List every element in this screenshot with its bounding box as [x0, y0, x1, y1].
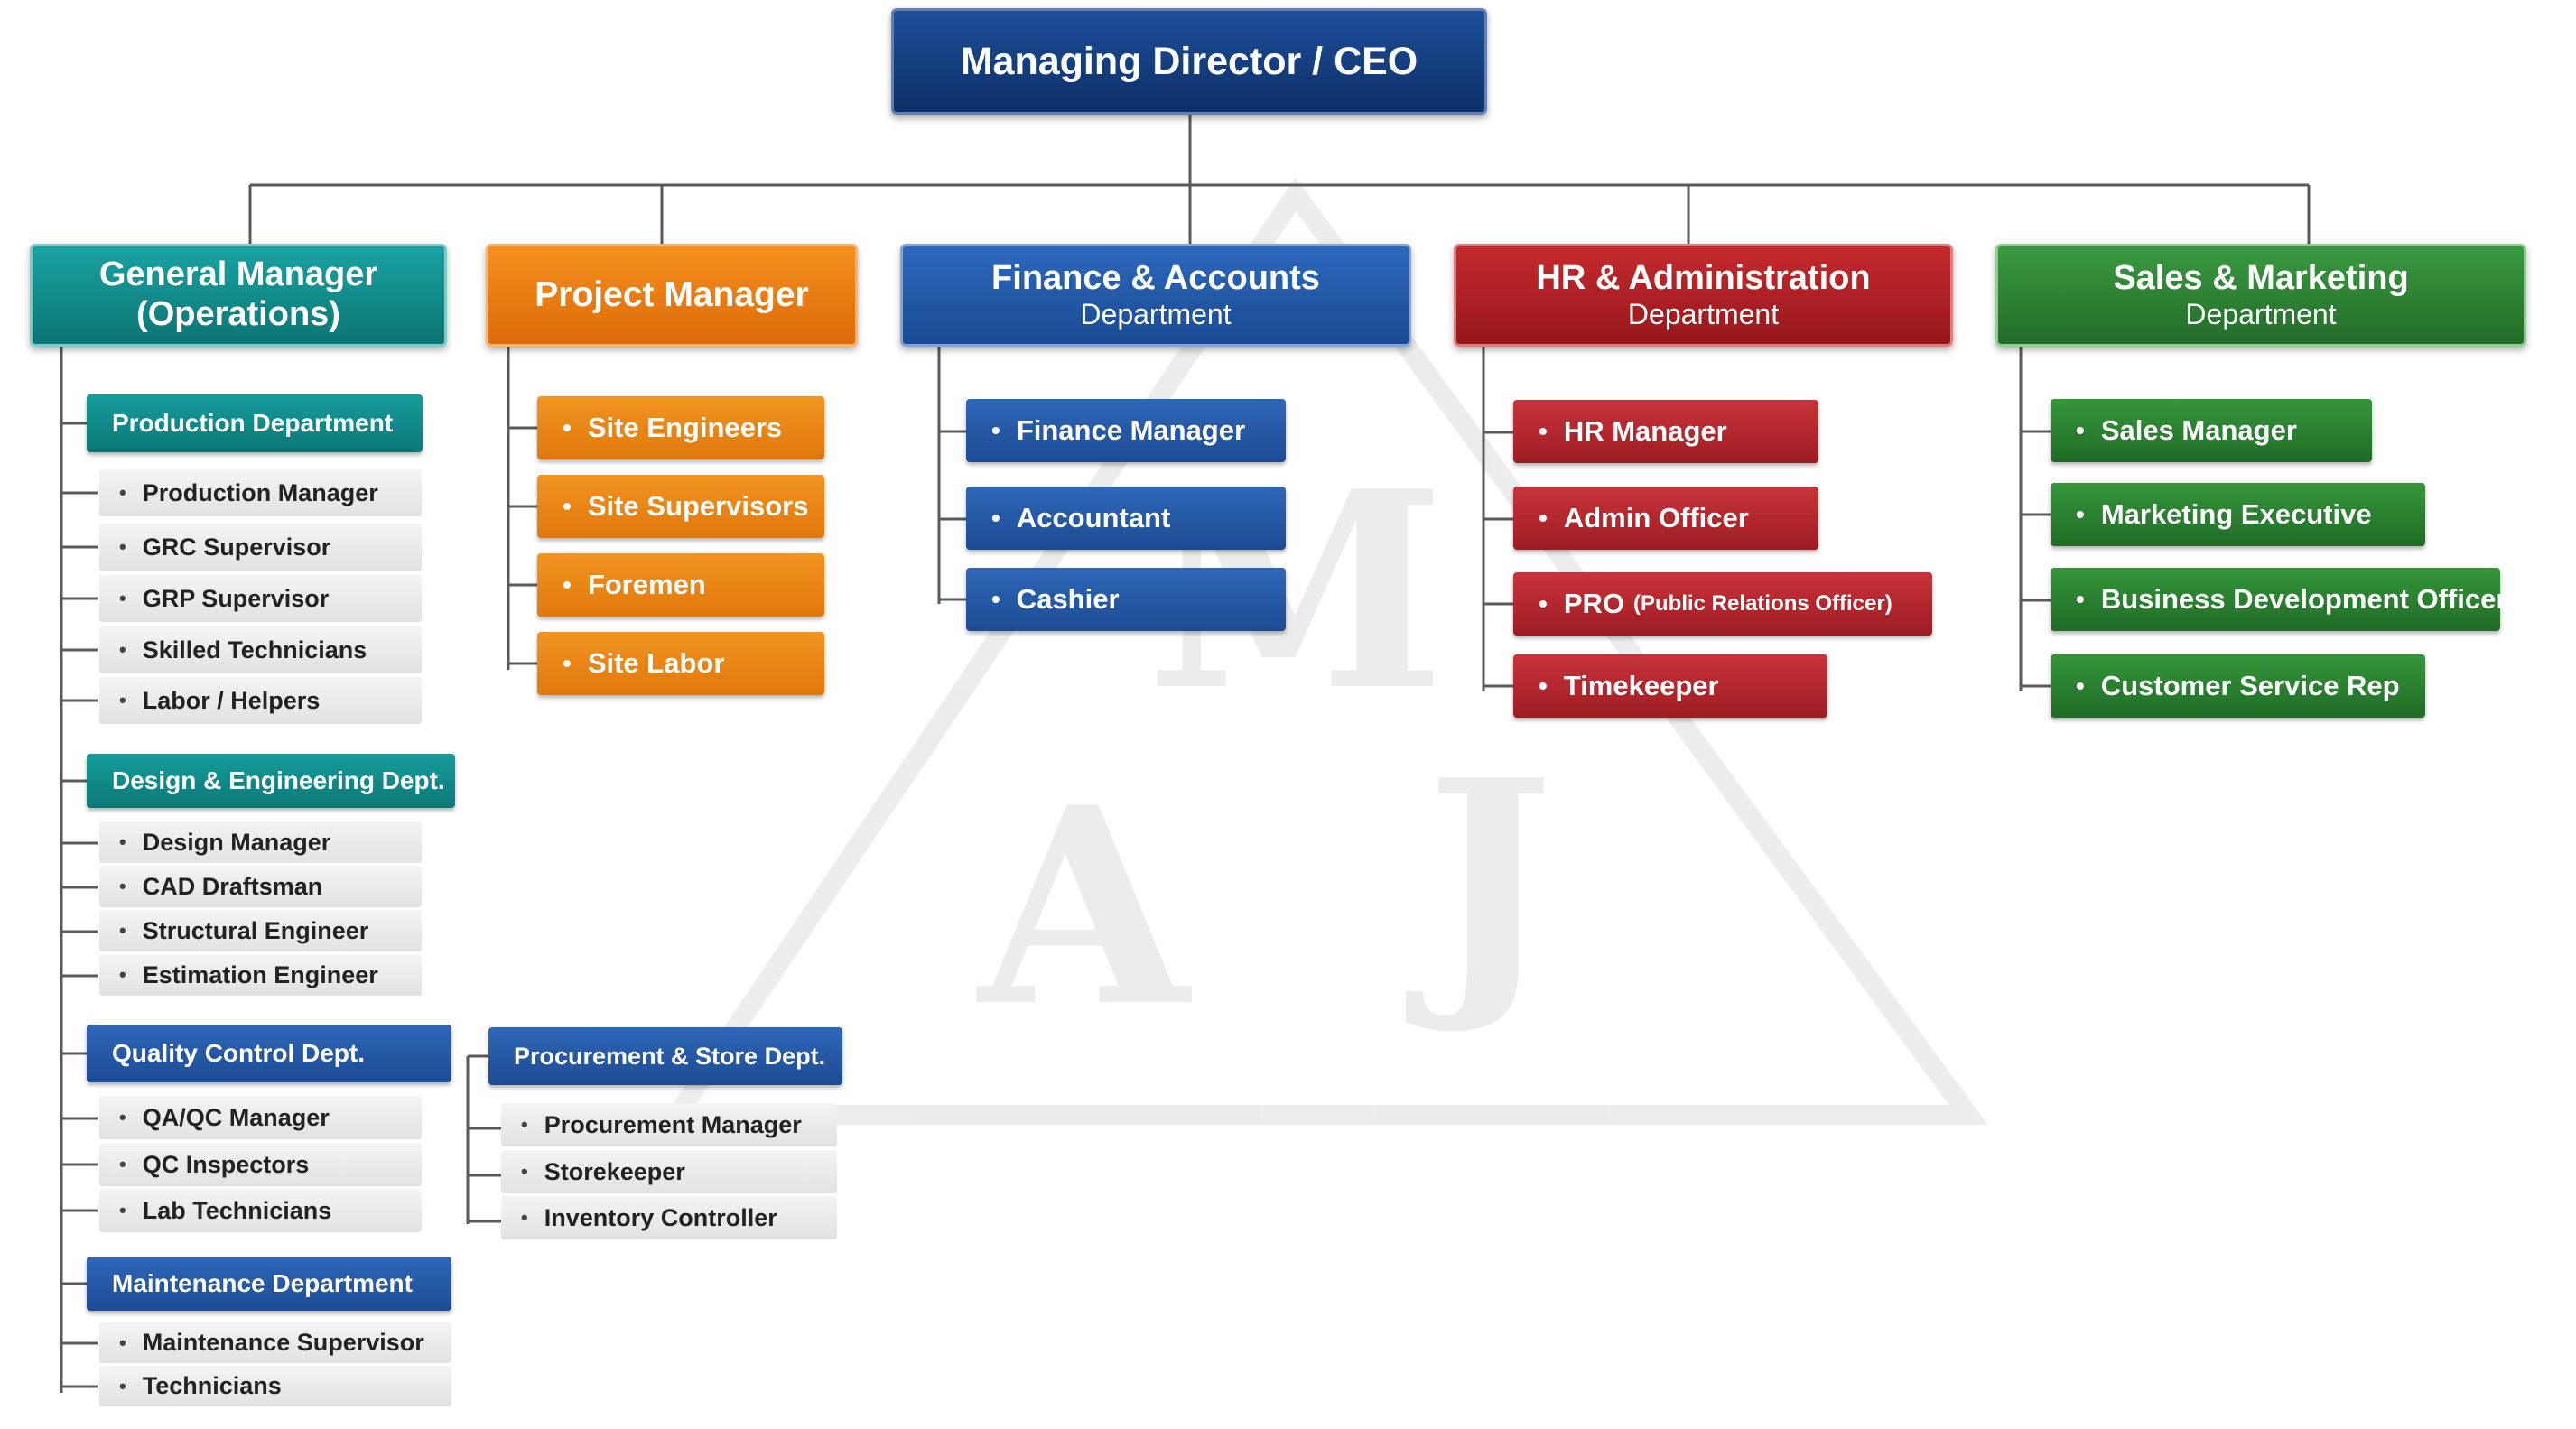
list-item-label: Estimation Engineer: [142, 960, 378, 988]
hr-title-line1: HR & Administration: [1536, 258, 1871, 297]
list-item: •Accountant: [966, 487, 1286, 550]
list-item-label: QC Inspectors: [142, 1150, 310, 1178]
list-item-label: Skilled Technicians: [142, 636, 367, 663]
list-item: •Business Development Officer: [2051, 568, 2506, 631]
list-item: •Maintenance Supervisor: [99, 1322, 451, 1363]
list-item: •PRO(Public Relations Officer): [1513, 572, 1932, 636]
list-item: •Design Manager: [99, 821, 422, 863]
ceo-title: Managing Director / CEO: [960, 39, 1418, 83]
list-item: •Estimation Engineer: [99, 954, 422, 996]
list-item-label: Maintenance Supervisor: [142, 1329, 424, 1356]
list-item: •Skilled Technicians: [99, 626, 422, 673]
list-item-label: Procurement Manager: [544, 1110, 802, 1138]
design-department-title: Design & Engineering Dept.: [112, 766, 445, 794]
list-item: •GRP Supervisor: [99, 575, 422, 622]
list-item-label: Cashier: [1016, 583, 1120, 615]
list-item-label: Site Labor: [587, 647, 725, 679]
list-item: •Cashier: [966, 568, 1286, 631]
design-department-box: Design & Engineering Dept.: [87, 754, 455, 808]
list-item-label: Foremen: [587, 569, 706, 600]
list-item-label: Business Development Officer: [2100, 583, 2507, 615]
pro-note: (Public Relations Officer): [1633, 591, 1892, 616]
watermark-letter-a: A: [974, 747, 1195, 1066]
list-item: •Production Manager: [99, 469, 422, 516]
production-department-title: Production Department: [112, 409, 394, 437]
list-item-label: Customer Service Rep: [2100, 670, 2400, 701]
list-item: •HR Manager: [1513, 400, 1818, 463]
list-item: •Foremen: [537, 553, 824, 617]
list-item: •Site Supervisors: [537, 475, 824, 538]
list-item: •GRC Supervisor: [99, 524, 422, 571]
hr-title-line2: Department: [1627, 298, 1780, 331]
list-item-label: Site Supervisors: [587, 490, 809, 522]
list-item: •Storekeeper: [501, 1150, 837, 1193]
finance-title-line2: Department: [1080, 298, 1232, 331]
list-item: •CAD Draftsman: [99, 866, 422, 907]
list-item: •Marketing Executive: [2051, 483, 2425, 546]
list-item-label: Technicians: [142, 1372, 282, 1399]
list-item-label: Lab Technicians: [142, 1196, 332, 1224]
list-item: •Site Engineers: [537, 396, 824, 459]
list-item-label: Design Manager: [142, 828, 331, 856]
ceo-box: Managing Director / CEO: [891, 8, 1487, 115]
list-item-label: Sales Manager: [2100, 414, 2297, 446]
list-item: •QA/QC Manager: [99, 1096, 422, 1139]
list-item: •Lab Technicians: [99, 1189, 422, 1232]
gm-operations-title-line2: (Operations): [136, 295, 340, 333]
list-item-label: Timekeeper: [1563, 670, 1719, 701]
procurement-department-box: Procurement & Store Dept.: [488, 1027, 842, 1085]
list-item-label: Marketing Executive: [2100, 498, 2372, 530]
gm-operations-title-line1: General Manager: [98, 255, 378, 294]
list-item-label: PRO: [1563, 588, 1624, 619]
quality-department-box: Quality Control Dept.: [87, 1025, 451, 1082]
list-item-label: HR Manager: [1563, 415, 1727, 447]
list-item: •Customer Service Rep: [2051, 654, 2425, 718]
quality-department-title: Quality Control Dept.: [112, 1039, 365, 1067]
list-item: •Admin Officer: [1513, 487, 1818, 550]
tree-lines: [60, 115, 2311, 1393]
list-item: •Technicians: [99, 1366, 451, 1406]
list-item: •Site Labor: [537, 632, 824, 695]
list-item-label: CAD Draftsman: [142, 872, 323, 900]
list-item: •QC Inspectors: [99, 1143, 422, 1186]
finance-department-box: Finance & Accounts Department: [900, 244, 1411, 347]
maintenance-department-box: Maintenance Department: [87, 1257, 451, 1311]
sales-title-line1: Sales & Marketing: [2113, 258, 2409, 297]
list-item-label: Labor / Helpers: [142, 686, 321, 714]
list-item: •Finance Manager: [966, 399, 1286, 462]
list-item: •Structural Engineer: [99, 910, 422, 951]
list-item-label: Structural Engineer: [142, 916, 369, 944]
list-item-label: Site Engineers: [587, 412, 783, 443]
list-item-label: GRP Supervisor: [142, 584, 330, 612]
project-manager-title: Project Manager: [535, 274, 809, 314]
list-item-label: Storekeeper: [544, 1157, 685, 1185]
project-manager-box: Project Manager: [486, 244, 858, 347]
list-item-label: Admin Officer: [1563, 502, 1749, 534]
list-item: •Timekeeper: [1513, 654, 1827, 718]
watermark-letter-j: J: [1405, 720, 1554, 1039]
list-item-label: Production Manager: [142, 478, 378, 506]
list-item-label: Inventory Controller: [544, 1203, 777, 1231]
production-department-box: Production Department: [87, 394, 423, 452]
maintenance-department-title: Maintenance Department: [112, 1269, 413, 1297]
gm-operations-box: General Manager (Operations): [30, 244, 447, 347]
list-item-label: Finance Manager: [1016, 414, 1246, 446]
list-item-label: GRC Supervisor: [142, 533, 331, 561]
sales-title-line2: Department: [2185, 298, 2337, 331]
list-item: •Inventory Controller: [501, 1196, 837, 1239]
finance-title-line1: Finance & Accounts: [991, 258, 1320, 297]
sales-department-box: Sales & Marketing Department: [1995, 244, 2526, 347]
list-item: •Labor / Helpers: [99, 677, 422, 724]
list-item: •Sales Manager: [2051, 399, 2372, 462]
list-item: •Procurement Manager: [501, 1103, 837, 1146]
procurement-department-title: Procurement & Store Dept.: [514, 1042, 826, 1070]
list-item-label: QA/QC Manager: [142, 1103, 330, 1131]
hr-department-box: HR & Administration Department: [1454, 244, 1953, 347]
list-item-label: Accountant: [1016, 502, 1171, 534]
